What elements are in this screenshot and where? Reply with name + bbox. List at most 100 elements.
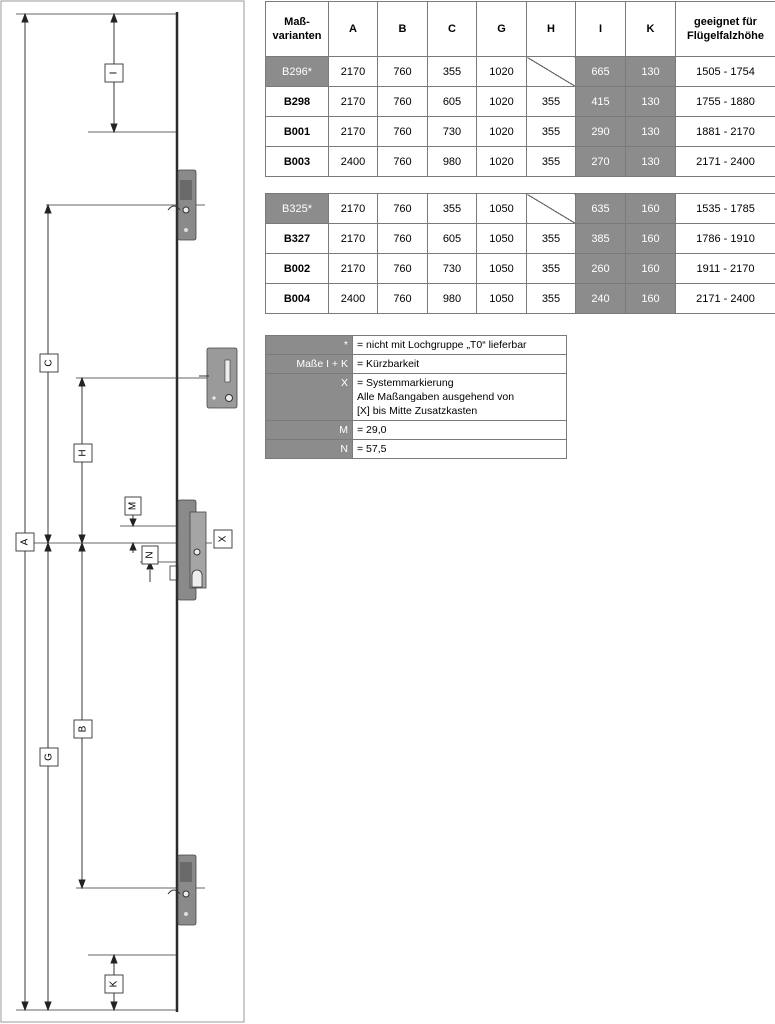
- label-A: A: [20, 538, 31, 545]
- cell-b: 760: [377, 253, 428, 284]
- legend-row: N= 57,5: [265, 439, 567, 459]
- cell-g: 1020: [476, 86, 527, 117]
- legend-value: = nicht mit Lochgruppe „T0“ lieferbar: [352, 335, 567, 355]
- cell-h: 355: [526, 223, 576, 254]
- lower-gear-component: [167, 854, 197, 926]
- legend-row: *= nicht mit Lochgruppe „T0“ lieferbar: [265, 335, 567, 355]
- cell-i: 385: [575, 223, 626, 254]
- header-variants: Maß- varianten: [265, 1, 329, 57]
- cell-a: 2400: [328, 283, 378, 314]
- header-A: A: [328, 1, 378, 57]
- additional-lock-box: [199, 347, 238, 409]
- drawing-frame: [0, 0, 245, 1023]
- variant-code: B003: [265, 146, 329, 177]
- legend-value: = Kürzbarkeit: [352, 354, 567, 374]
- upper-gear-component: [167, 169, 197, 241]
- variant-code: B325*: [265, 193, 329, 224]
- legend-key: X: [265, 373, 353, 421]
- cell-a: 2170: [328, 223, 378, 254]
- variant-code: B001: [265, 116, 329, 147]
- cell-b: 760: [377, 146, 428, 177]
- header-B: B: [377, 1, 428, 57]
- cell-b: 760: [377, 223, 428, 254]
- cell-a: 2170: [328, 56, 378, 87]
- variant-code: B004: [265, 283, 329, 314]
- cell-fh: 1755 - 1880: [675, 86, 775, 117]
- dimension-variants-table-1: Maß- varianten A B C G H I K geeignet fü…: [265, 1, 775, 177]
- cell-fh: 1505 - 1754: [675, 56, 775, 87]
- dimension-lines: [21, 12, 154, 1012]
- cell-k: 160: [625, 193, 676, 224]
- cell-g: 1020: [476, 146, 527, 177]
- lock-dimension-drawing: I C H M A X N B G K: [0, 0, 245, 1023]
- cell-c: 355: [427, 56, 477, 87]
- cell-c: 980: [427, 146, 477, 177]
- cell-h: 355: [526, 283, 576, 314]
- cell-a: 2170: [328, 86, 378, 117]
- cell-b: 760: [377, 86, 428, 117]
- cell-i: 415: [575, 86, 626, 117]
- cell-c: 730: [427, 116, 477, 147]
- main-lock-case: [169, 499, 207, 601]
- legend-value: = Systemmarkierung Alle Maßangaben ausge…: [352, 373, 567, 421]
- cell-b: 760: [377, 193, 428, 224]
- header-sash-height: geeignet für Flügelfalzhöhe: [675, 1, 775, 57]
- cell-i: 635: [575, 193, 626, 224]
- legend-row: X= Systemmarkierung Alle Maßangaben ausg…: [265, 373, 567, 421]
- cell-b: 760: [377, 56, 428, 87]
- cell-g: 1020: [476, 56, 527, 87]
- cell-b: 760: [377, 283, 428, 314]
- cell-a: 2170: [328, 116, 378, 147]
- legend-key: *: [265, 335, 353, 355]
- cell-k: 160: [625, 253, 676, 284]
- variant-code: B327: [265, 223, 329, 254]
- cell-g: 1050: [476, 283, 527, 314]
- cell-g: 1050: [476, 253, 527, 284]
- cell-fh: 1881 - 2170: [675, 116, 775, 147]
- legend-row: M= 29,0: [265, 420, 567, 440]
- header-G: G: [476, 1, 527, 57]
- cell-h-not-applicable: [526, 193, 576, 224]
- cell-c: 980: [427, 283, 477, 314]
- cell-h-not-applicable: [526, 56, 576, 87]
- header-K: K: [625, 1, 676, 57]
- legend-key: M: [265, 420, 353, 440]
- cell-k: 130: [625, 146, 676, 177]
- legend-key: N: [265, 439, 353, 459]
- cell-k: 160: [625, 223, 676, 254]
- label-C: C: [44, 359, 55, 366]
- cell-k: 130: [625, 86, 676, 117]
- extension-lines: [16, 13, 214, 1011]
- cell-h: 355: [526, 146, 576, 177]
- cell-k: 160: [625, 283, 676, 314]
- label-N: N: [145, 551, 156, 558]
- label-H: H: [78, 449, 89, 456]
- label-X: X: [218, 535, 229, 542]
- cell-c: 605: [427, 86, 477, 117]
- header-H: H: [526, 1, 576, 57]
- cell-a: 2170: [328, 253, 378, 284]
- label-B: B: [78, 725, 89, 732]
- cell-g: 1050: [476, 223, 527, 254]
- label-G: G: [44, 753, 55, 761]
- cell-i: 290: [575, 116, 626, 147]
- header-C: C: [427, 1, 477, 57]
- cell-k: 130: [625, 56, 676, 87]
- label-M: M: [128, 502, 139, 510]
- cell-i: 270: [575, 146, 626, 177]
- variant-code: B298: [265, 86, 329, 117]
- cell-c: 355: [427, 193, 477, 224]
- cell-c: 605: [427, 223, 477, 254]
- legend-row: Maße I + K= Kürzbarkeit: [265, 354, 567, 374]
- cell-fh: 1911 - 2170: [675, 253, 775, 284]
- cell-c: 730: [427, 253, 477, 284]
- cell-h: 355: [526, 253, 576, 284]
- cell-fh: 2171 - 2400: [675, 283, 775, 314]
